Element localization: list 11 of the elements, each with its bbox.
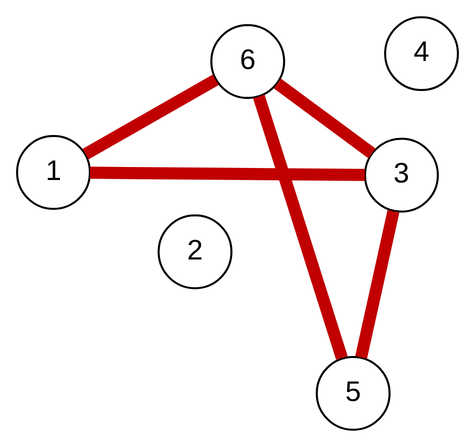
node-circle: 3 xyxy=(364,137,438,212)
connector xyxy=(273,78,375,158)
node-circle: 1 xyxy=(16,134,90,210)
connector xyxy=(90,166,364,180)
connector xyxy=(252,94,348,360)
connector xyxy=(82,74,218,159)
node-circle: 4 xyxy=(384,16,458,91)
node-circle: 6 xyxy=(210,24,285,98)
node-circle: 2 xyxy=(157,214,232,289)
node-circle: 5 xyxy=(315,355,390,430)
connector xyxy=(354,209,399,358)
